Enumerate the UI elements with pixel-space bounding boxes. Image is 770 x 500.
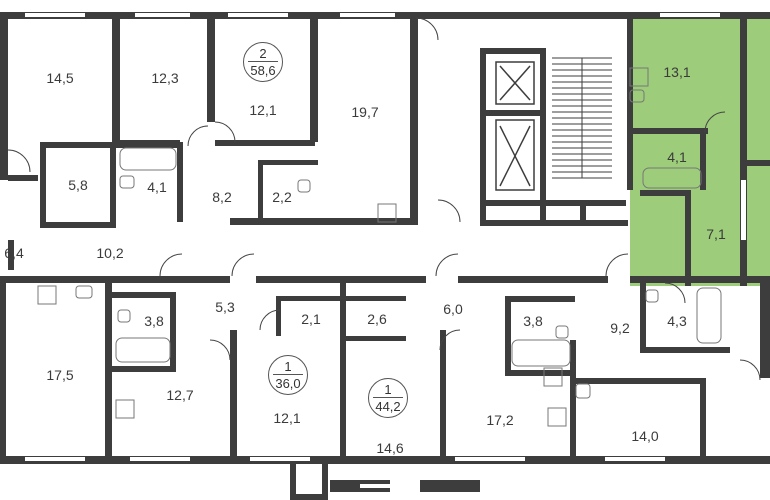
room-area-label: 2,6 [367,311,387,327]
apartment-area: 58,6 [250,63,276,78]
room-area-label: 4,1 [667,149,687,165]
room-area-label: 9,2 [610,320,630,336]
room-area-label: 12,3 [151,70,179,86]
room-area-label: 14,6 [376,440,404,456]
room-area-label: 3,8 [523,313,543,329]
room-area-label: 2,2 [272,189,292,205]
room-area-label: 13,1 [663,64,691,80]
stairs [552,57,612,179]
room-area-label: 3,8 [144,313,164,329]
room-area-label: 7,1 [706,226,726,242]
apartment-rooms: 1 [384,382,392,397]
room-area-label: 8,2 [212,189,232,205]
badge-divider [373,397,403,398]
fixtures [37,67,722,427]
room-area-label: 17,2 [486,412,514,428]
room-area-label: 12,7 [166,387,194,403]
room-area-label: 12,1 [249,102,277,118]
apartment-area: 44,2 [375,399,401,414]
apartment-area: 36,0 [275,376,301,391]
room-area-label: 6,4 [4,245,24,261]
elevator-core [495,61,535,191]
badge-divider [273,374,303,375]
badge-divider [248,61,278,62]
room-area-label: 4,1 [147,179,167,195]
door-swings [7,17,761,381]
apartment-badge[interactable]: 1 44,2 [368,378,408,418]
room-area-label: 14,5 [46,70,74,86]
room-area-label: 19,7 [351,104,379,120]
room-area-label: 4,3 [667,313,687,329]
room-area-label: 5,8 [68,177,88,193]
room-area-label: 2,1 [301,311,321,327]
room-area-label: 14,0 [631,428,659,444]
apartment-rooms: 1 [284,359,292,374]
apartment-badge[interactable]: 1 36,0 [268,355,308,395]
apartment-rooms: 2 [259,46,267,61]
room-area-label: 6,0 [443,301,463,317]
windows [25,13,746,488]
room-area-label: 12,1 [273,410,301,426]
room-area-label: 17,5 [46,367,74,383]
room-area-label: 10,2 [96,245,124,261]
room-area-label: 5,3 [215,299,235,315]
apartment-badge[interactable]: 2 58,6 [243,42,283,82]
